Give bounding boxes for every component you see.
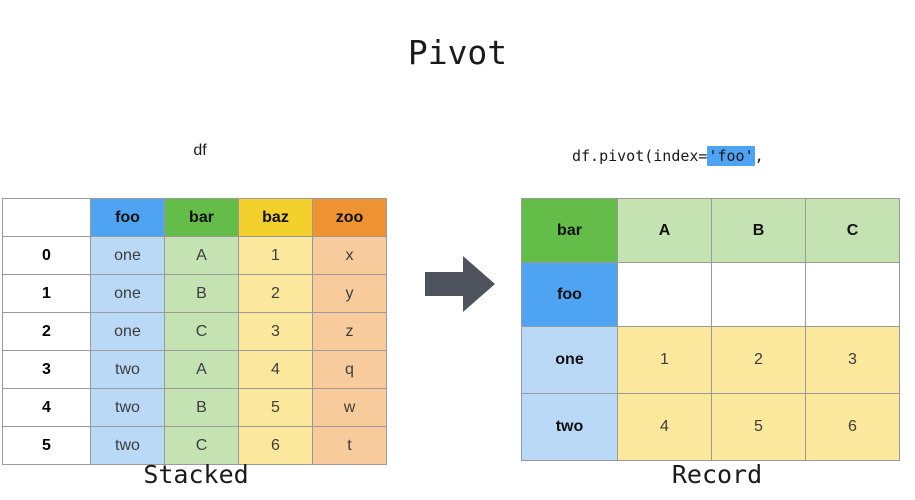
- cell-bar: B: [164, 274, 239, 313]
- table-row: 1 one B 2 y: [2, 274, 387, 313]
- cell-foo: one: [90, 274, 165, 313]
- table-row: 0 one A 1 x: [2, 236, 387, 275]
- code-arg-index: 'foo': [707, 146, 755, 166]
- transform-arrow-icon: [425, 256, 495, 312]
- column-header-zoo: zoo: [312, 198, 387, 237]
- cell-zoo: x: [312, 236, 387, 275]
- cell-zoo: y: [312, 274, 387, 313]
- caption-stacked: Stacked: [143, 460, 249, 489]
- row-index-3: 3: [2, 350, 91, 389]
- column-header-c: C: [805, 198, 900, 263]
- row-label-two: two: [521, 393, 618, 461]
- column-header-a: A: [617, 198, 712, 263]
- table-row: one 1 2 3: [521, 326, 900, 394]
- code-line-1-suffix: ,: [754, 147, 764, 165]
- row-index-2: 2: [2, 312, 91, 351]
- code-line-1-prefix: df.pivot(index=: [572, 147, 708, 165]
- cell-bar: A: [164, 236, 239, 275]
- value-cell: 4: [617, 393, 712, 461]
- row-index-4: 4: [2, 388, 91, 427]
- value-cell: 1: [617, 326, 712, 394]
- row-index-5: 5: [2, 426, 91, 465]
- table-row: 3 two A 4 q: [2, 350, 387, 389]
- cell-bar: C: [164, 312, 239, 351]
- cell-bar: B: [164, 388, 239, 427]
- columns-name-header-bar: bar: [521, 198, 618, 263]
- table-header-row-index: foo: [521, 262, 900, 327]
- column-header-bar: bar: [164, 198, 239, 237]
- index-name-header-foo: foo: [521, 262, 618, 327]
- table-row: 4 two B 5 w: [2, 388, 387, 427]
- column-header-foo: foo: [90, 198, 165, 237]
- value-cell: 5: [711, 393, 806, 461]
- cell-zoo: w: [312, 388, 387, 427]
- table-row: 5 two C 6 t: [2, 426, 387, 465]
- cell-baz: 2: [238, 274, 313, 313]
- table-header-row-columns: bar A B C: [521, 198, 900, 263]
- corner-cell: [2, 198, 91, 237]
- record-pivot-table: bar A B C foo one 1 2 3 two 4 5 6: [521, 198, 900, 461]
- cell-baz: 4: [238, 350, 313, 389]
- row-index-1: 1: [2, 274, 91, 313]
- value-cell: 3: [805, 326, 900, 394]
- value-cell: 6: [805, 393, 900, 461]
- cell-foo: one: [90, 236, 165, 275]
- cell-zoo: z: [312, 312, 387, 351]
- cell-baz: 6: [238, 426, 313, 465]
- table-row: 2 one C 3 z: [2, 312, 387, 351]
- cell-zoo: t: [312, 426, 387, 465]
- cell-foo: two: [90, 350, 165, 389]
- row-index-0: 0: [2, 236, 91, 275]
- column-header-b: B: [711, 198, 806, 263]
- table-header-row: foo bar baz zoo: [2, 198, 387, 237]
- cell-zoo: q: [312, 350, 387, 389]
- stacked-dataframe-table: foo bar baz zoo 0 one A 1 x 1 one B 2 y …: [2, 198, 387, 465]
- code-line-1: df.pivot(index='foo',: [572, 146, 782, 167]
- value-cell: 2: [711, 326, 806, 394]
- blank-cell: [711, 262, 806, 327]
- blank-cell: [805, 262, 900, 327]
- cell-baz: 5: [238, 388, 313, 427]
- table-row: two 4 5 6: [521, 393, 900, 461]
- cell-bar: A: [164, 350, 239, 389]
- page-title: Pivot: [407, 33, 508, 72]
- caption-record: Record: [671, 460, 763, 489]
- cell-foo: two: [90, 388, 165, 427]
- blank-cell: [617, 262, 712, 327]
- dataframe-label: df: [193, 142, 207, 159]
- cell-foo: one: [90, 312, 165, 351]
- cell-bar: C: [164, 426, 239, 465]
- cell-baz: 3: [238, 312, 313, 351]
- column-header-baz: baz: [238, 198, 313, 237]
- cell-foo: two: [90, 426, 165, 465]
- row-label-one: one: [521, 326, 618, 394]
- cell-baz: 1: [238, 236, 313, 275]
